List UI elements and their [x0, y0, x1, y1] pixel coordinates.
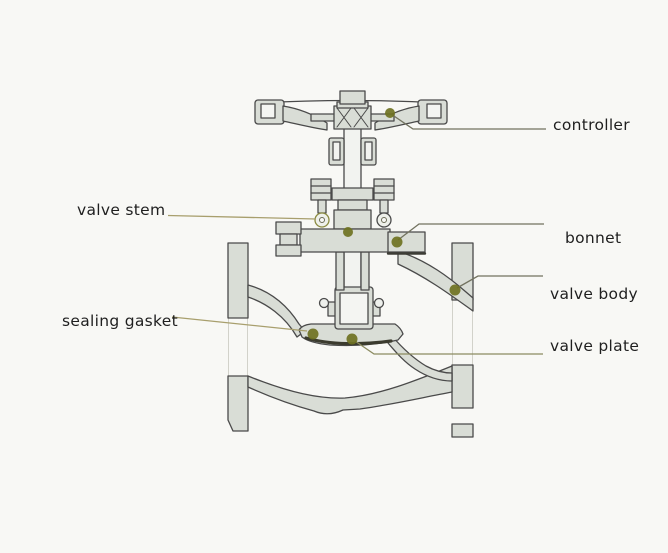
valve-body-drawing [227, 90, 474, 438]
stem-nut [339, 90, 366, 105]
eye-bolt-hole-left [319, 217, 325, 223]
gland-bolt-shank-right [379, 199, 389, 214]
leader-lines [167, 113, 546, 355]
left-flange-top [227, 242, 249, 319]
right-flange-foot [451, 423, 474, 438]
handwheel-cap-right-notch [426, 103, 442, 119]
handwheel-arm-left [282, 105, 328, 131]
gland-bolt-hex-right [373, 178, 395, 201]
sealing-gasket-band [304, 336, 393, 346]
left-neck-wall [247, 284, 306, 338]
marker-bonnet [391, 236, 403, 248]
bonnet-bolt-nut-bottom [275, 244, 302, 257]
leader-valve-stem [167, 214, 317, 220]
outlet-wall [387, 335, 453, 382]
label-bonnet: bonnet [565, 229, 622, 247]
disc-guide-left [318, 297, 330, 309]
bonnet-bolt-shank [279, 233, 298, 246]
yoke-ear-left-notch [332, 141, 341, 161]
handwheel-cap-left-notch [260, 103, 276, 119]
label-valve-stem: valve stem [77, 201, 166, 219]
gland-sleeve [337, 199, 368, 211]
label-valve-body: valve body [550, 285, 638, 303]
right-flange-bottom [451, 364, 474, 409]
bonnet-tube-right [360, 251, 370, 291]
disc-guide-right [373, 297, 385, 309]
leader-bonnet [397, 223, 544, 241]
valve-disc-core [339, 292, 369, 325]
hub-cross-hatch [336, 107, 369, 128]
marker-sealing-gasket [307, 328, 319, 340]
marker-controller [385, 108, 395, 118]
label-controller: controller [553, 116, 630, 134]
bonnet-bolt-nut-top [275, 221, 302, 235]
leader-sealing-gasket [171, 316, 308, 332]
bottom-wall [247, 365, 453, 415]
left-flange-bottom [227, 375, 249, 432]
gland-plate [331, 187, 374, 201]
marker-valve-body [449, 284, 461, 296]
gland-bolt-hex-left [310, 178, 332, 201]
gland-bolt-shank-left [317, 199, 327, 214]
marker-valve-plate [346, 333, 358, 345]
packing-box [333, 209, 372, 230]
marker-stem [343, 227, 353, 237]
bonnet-tube-left [335, 251, 345, 291]
label-valve-plate: valve plate [550, 337, 640, 355]
right-neck-wall [397, 250, 474, 312]
eye-bolt-hole-right [381, 217, 387, 223]
label-sealing-gasket: sealing gasket [62, 312, 178, 330]
marker-dots [307, 108, 461, 345]
leader-controller [390, 113, 546, 130]
handwheel-hub [333, 105, 372, 130]
leader-valve-body [456, 275, 543, 289]
yoke-ear-right-notch [364, 141, 373, 161]
leader-valve-plate [354, 340, 543, 355]
